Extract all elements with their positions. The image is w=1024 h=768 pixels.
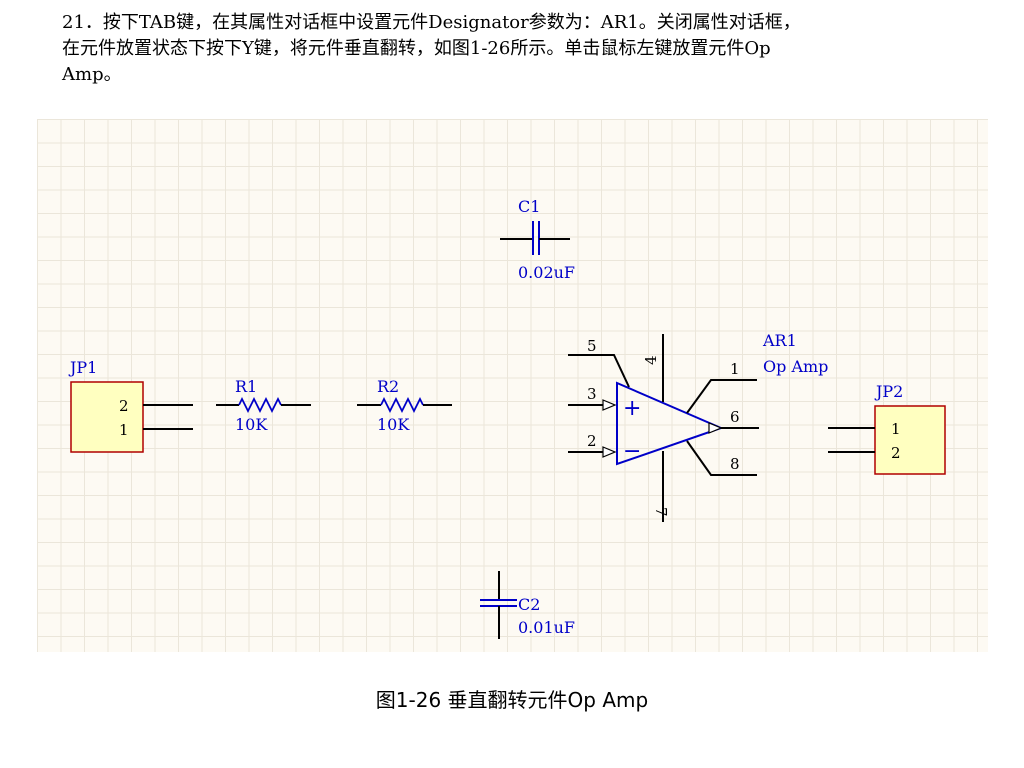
instruction-line-1: 21．按下TAB键，在其属性对话框中设置元件Designator参数为：AR1。… bbox=[62, 12, 801, 33]
c2-value: 0.01uF bbox=[518, 618, 575, 637]
instruction-text: 21．按下TAB键，在其属性对话框中设置元件Designator参数为：AR1。… bbox=[62, 10, 982, 88]
schematic-drawing: C1 0.02uF JP1 2 1 R1 10K R2 10K bbox=[68, 197, 946, 639]
opamp-pin-4: 4 bbox=[642, 355, 660, 365]
figure-caption: 图1-26 垂直翻转元件Op Amp bbox=[375, 688, 649, 712]
opamp-pin-8: 8 bbox=[730, 455, 740, 473]
jp2-designator: JP2 bbox=[874, 382, 903, 401]
jp1-pin-a: 2 bbox=[119, 397, 129, 415]
resistor-r1[interactable]: R1 10K bbox=[216, 377, 311, 434]
r2-designator: R2 bbox=[377, 377, 399, 396]
c2-designator: C2 bbox=[518, 595, 540, 614]
opamp-minus-sign: − bbox=[623, 439, 641, 464]
r1-value: 10K bbox=[235, 415, 268, 434]
opamp-pin-1: 1 bbox=[730, 360, 740, 378]
opamp-designator: AR1 bbox=[762, 331, 797, 350]
opamp-plus-sign: + bbox=[623, 396, 641, 421]
jp2-pin-b: 2 bbox=[891, 444, 901, 462]
c1-value: 0.02uF bbox=[518, 263, 575, 282]
capacitor-c1[interactable]: C1 0.02uF bbox=[500, 197, 575, 282]
schematic-canvas: C1 0.02uF JP1 2 1 R1 10K R2 10K bbox=[37, 119, 988, 652]
capacitor-c2[interactable]: C2 0.01uF bbox=[480, 571, 575, 639]
opamp-pin-7: 7 bbox=[652, 507, 670, 517]
jp1-designator: JP1 bbox=[68, 358, 97, 377]
c1-designator: C1 bbox=[518, 197, 540, 216]
opamp-pin-3: 3 bbox=[587, 385, 597, 403]
instruction-line-3: Amp。 bbox=[62, 64, 122, 85]
r1-designator: R1 bbox=[235, 377, 257, 396]
jp2-pin-a: 1 bbox=[891, 420, 901, 438]
r2-value: 10K bbox=[377, 415, 410, 434]
instruction-line-2: 在元件放置状态下按下Y键，将元件垂直翻转，如图1-26所示。单击鼠标左键放置元件… bbox=[62, 38, 771, 59]
opamp-pin-5: 5 bbox=[587, 337, 597, 355]
opamp-pin-6: 6 bbox=[730, 408, 740, 426]
connector-jp1[interactable]: JP1 2 1 bbox=[68, 358, 193, 453]
resistor-r2[interactable]: R2 10K bbox=[357, 377, 452, 434]
opamp-ar1[interactable]: + − 5 4 3 2 1 6 8 bbox=[568, 331, 828, 522]
opamp-comment: Op Amp bbox=[763, 357, 828, 376]
jp1-pin-b: 1 bbox=[119, 421, 129, 439]
connector-jp2[interactable]: JP2 1 2 bbox=[828, 382, 946, 475]
opamp-pin-2: 2 bbox=[587, 432, 597, 450]
